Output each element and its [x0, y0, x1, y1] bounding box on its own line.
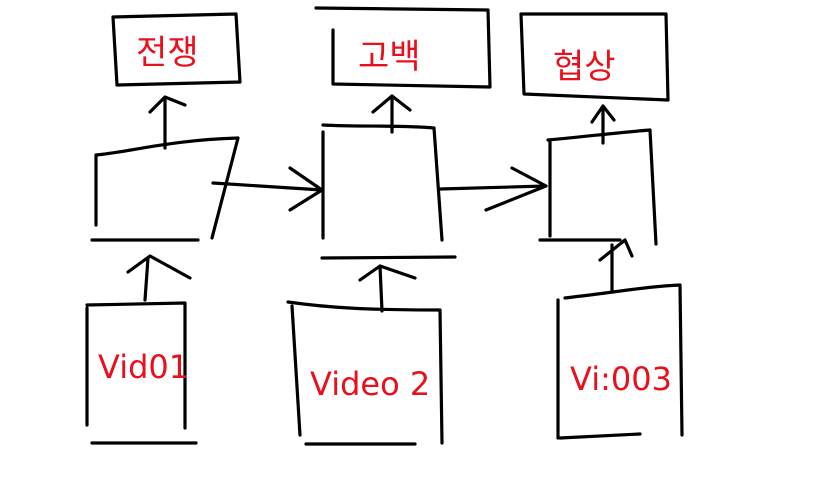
output-box-3	[519, 12, 670, 102]
video-label-2: Video 2	[310, 365, 430, 403]
output-label-3: 협상	[553, 47, 616, 87]
cell-box-3	[538, 128, 658, 246]
output-label-2: 고백	[358, 37, 421, 77]
video-box-2	[286, 300, 444, 446]
output-box-1	[111, 12, 242, 87]
output-label-1: 전쟁	[136, 33, 199, 73]
video-box-3	[556, 283, 684, 440]
video-label-1: Vid01	[98, 348, 189, 386]
output-box-2	[314, 6, 492, 89]
cell-box-2	[320, 123, 457, 260]
video-label-3: Vi:003	[570, 360, 672, 398]
arrow-up-1a	[148, 95, 187, 150]
arrow-up-3b	[598, 238, 634, 292]
arrow-up-1b	[126, 254, 192, 302]
arrow-up-2b	[358, 264, 417, 313]
arrow-up-3a	[590, 104, 616, 145]
arrow-right-2	[438, 166, 548, 212]
cell-box-1	[90, 136, 240, 242]
video-box-1	[85, 301, 198, 445]
